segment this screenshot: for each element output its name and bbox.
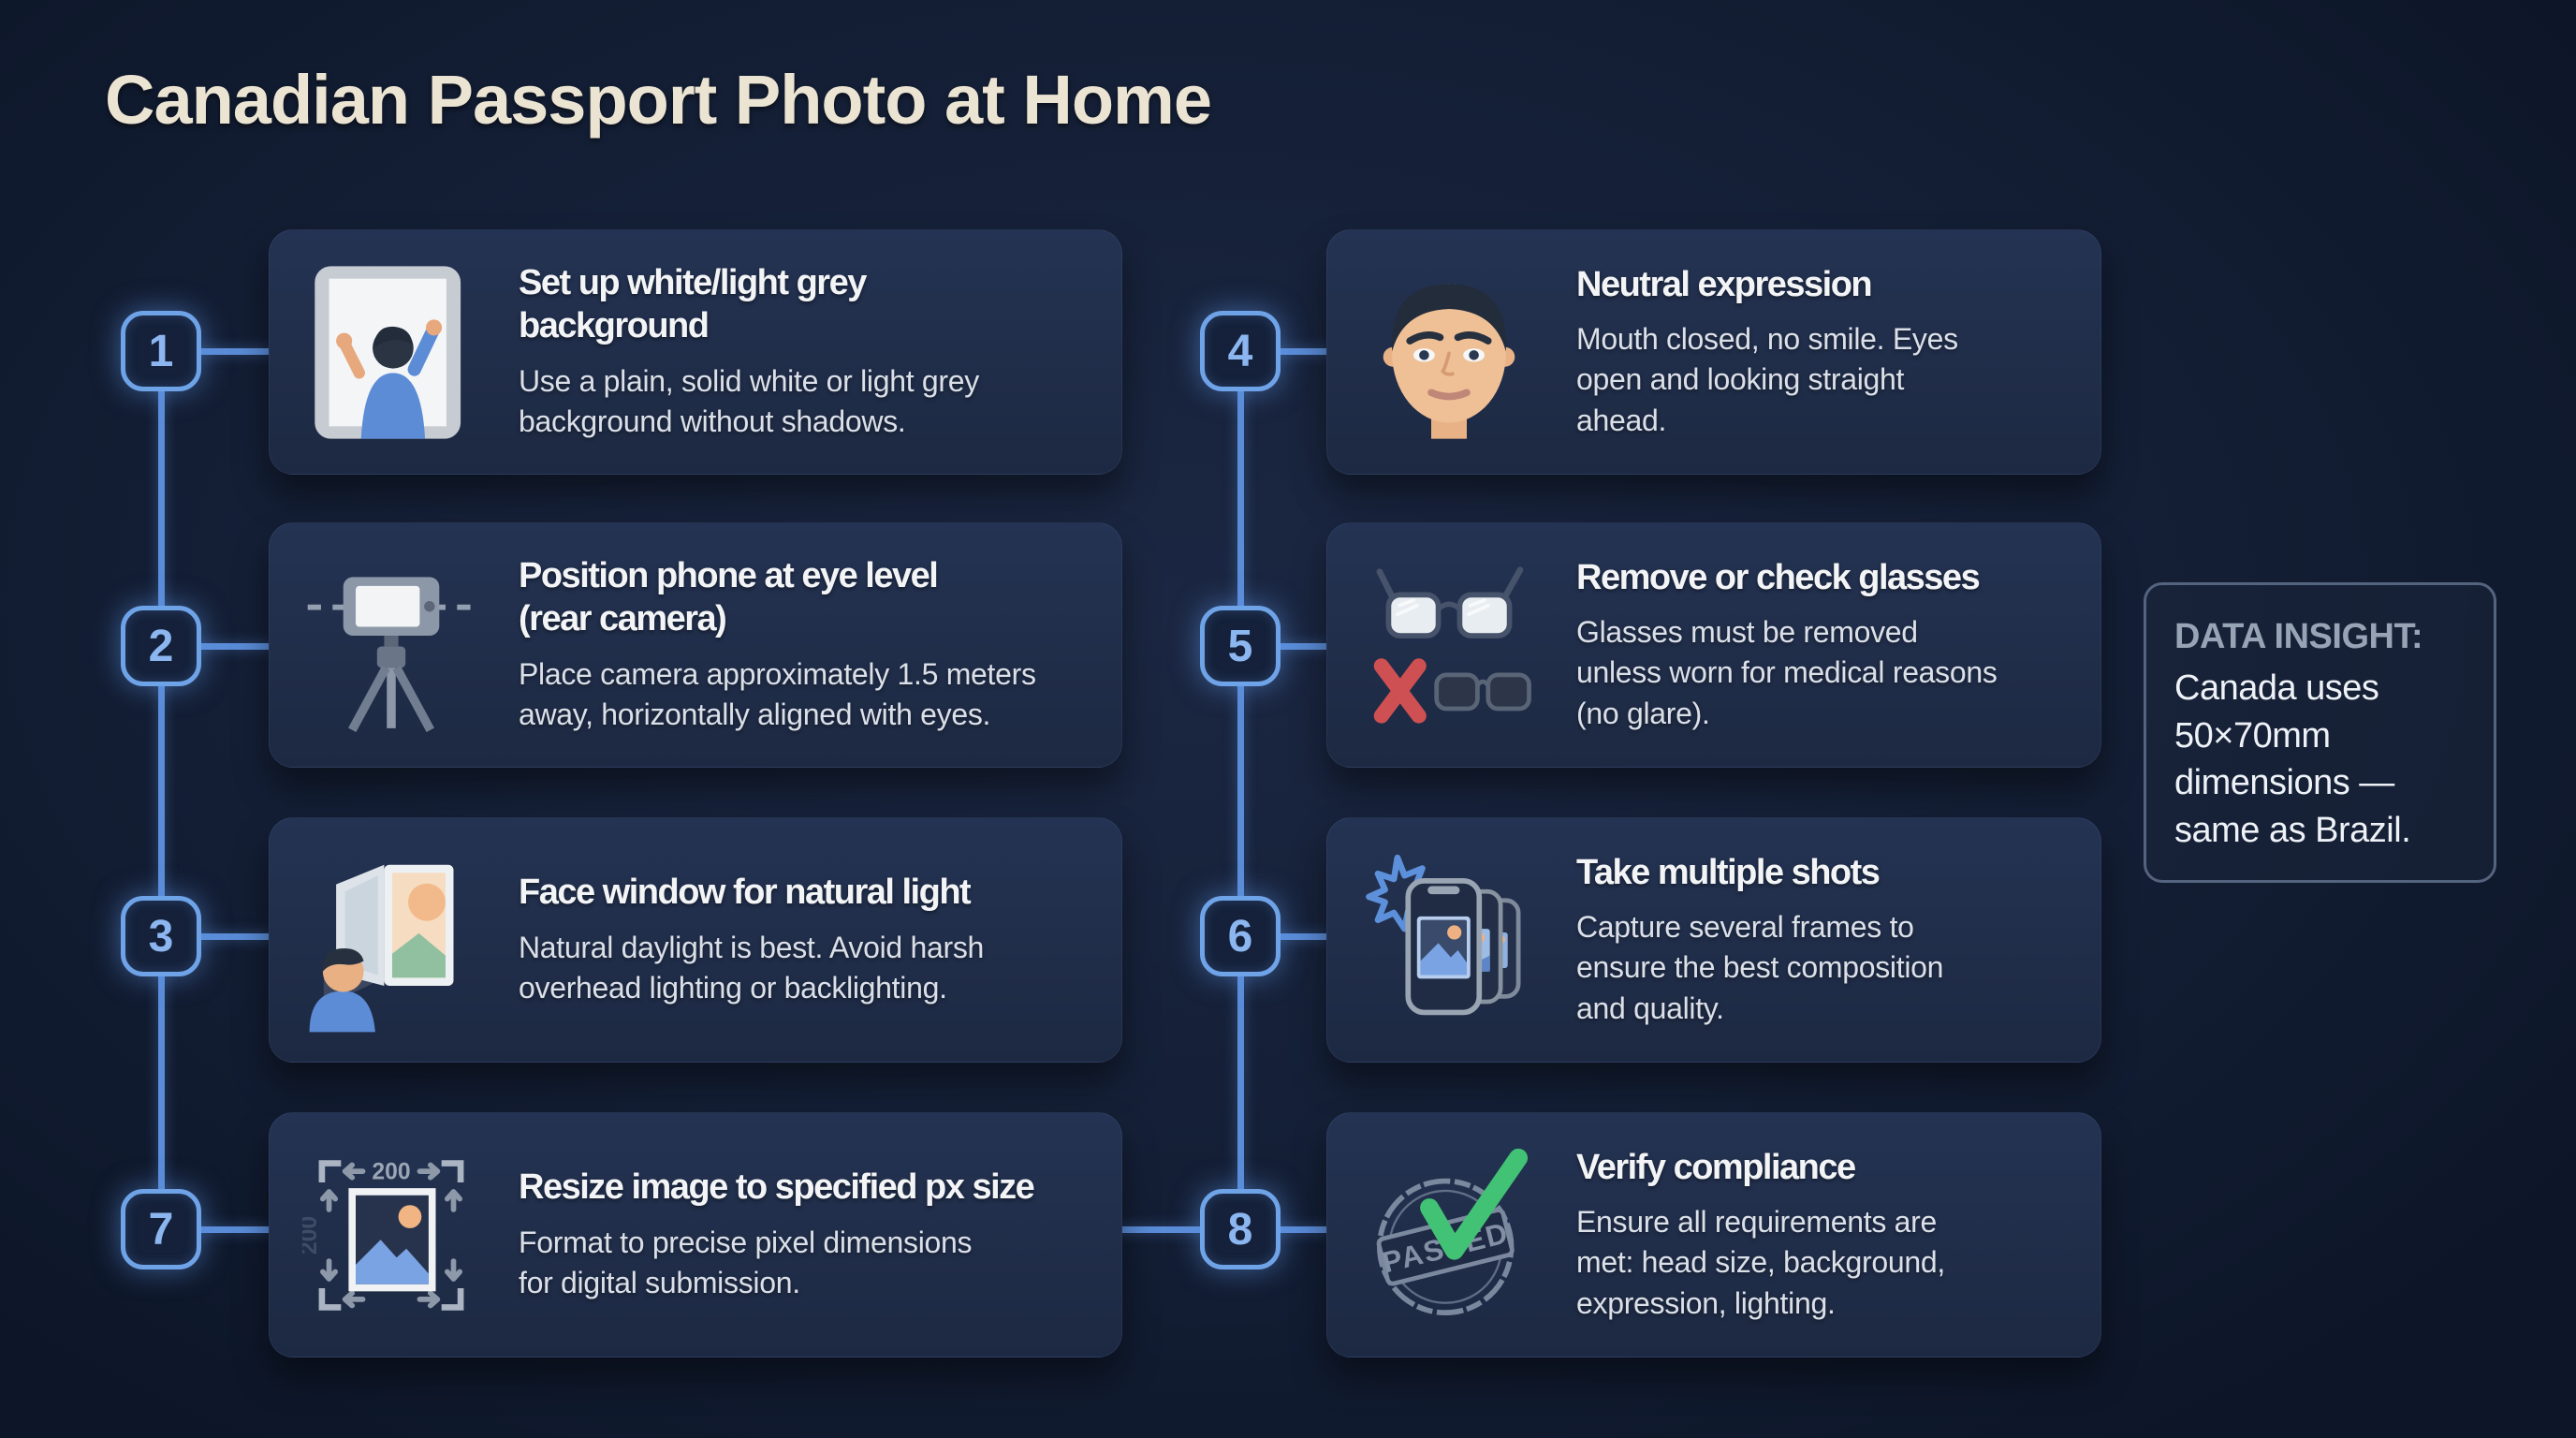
step-number: 2	[148, 621, 174, 671]
backdrop-icon	[298, 253, 485, 451]
step-card-7: 200 200 Resize image to specified px siz…	[269, 1112, 1122, 1357]
connector-badge2-card	[161, 643, 271, 650]
connector-badge6-card	[1240, 933, 1329, 940]
step-title: Face window for natural light	[519, 873, 972, 913]
connector-left-column	[158, 351, 165, 1229]
connector-badge1-card	[161, 348, 271, 355]
step-desc: Mouth closed, no smile. Eyes open and lo…	[1576, 321, 1958, 437]
connector-mid-column	[1237, 351, 1244, 1229]
step-card-8: PASSED Verify compliance Ensure all requ…	[1326, 1112, 2101, 1357]
step-desc: Use a plain, solid white or light grey b…	[519, 363, 979, 439]
step-badge-6: 6	[1200, 896, 1281, 976]
step-title: Position phone at eye level (rear camera…	[519, 556, 939, 639]
step-badge-5: 5	[1200, 606, 1281, 686]
step-title: Take multiple shots	[1576, 852, 1881, 892]
step-desc: Glasses must be removed unless worn for …	[1576, 614, 1998, 730]
step-card-6: Take multiple shots Capture several fram…	[1326, 817, 2101, 1063]
connector-badge7-card	[161, 1226, 271, 1233]
passed-stamp-icon: PASSED	[1355, 1136, 1543, 1334]
step-number: 8	[1227, 1204, 1253, 1255]
step-badge-3: 3	[121, 896, 201, 976]
step-badge-4: 4	[1200, 311, 1281, 391]
connector-badge4-card	[1240, 348, 1329, 355]
window-light-icon	[298, 841, 485, 1039]
step-desc: Ensure all requirements are met: head si…	[1576, 1204, 1945, 1320]
step-title: Verify compliance	[1576, 1147, 1856, 1187]
resize-height-label: 200	[302, 1215, 322, 1254]
step-badge-1: 1	[121, 311, 201, 391]
tripod-phone-icon	[298, 546, 485, 744]
data-insight-label: DATA INSIGHT:	[2174, 617, 2423, 656]
step-desc: Place camera approximately 1.5 meters aw…	[519, 656, 1036, 732]
step-card-4: Neutral expression Mouth closed, no smil…	[1326, 229, 2101, 475]
step-number: 4	[1227, 326, 1253, 376]
step-card-3: Face window for natural light Natural da…	[269, 817, 1122, 1063]
page-title: Canadian Passport Photo at Home	[105, 61, 1212, 139]
step-desc: Format to precise pixel dimensions for d…	[519, 1225, 973, 1300]
resize-width-label: 200	[372, 1159, 410, 1184]
data-insight-text: Canada uses 50×70mm dimensions — same as…	[2174, 668, 2411, 850]
connector-badge8-card	[1240, 1226, 1329, 1233]
resize-image-icon: 200 200	[298, 1136, 485, 1334]
step-card-5: Remove or check glasses Glasses must be …	[1326, 522, 2101, 768]
step-title: Set up white/light grey background	[519, 263, 867, 346]
step-card-1: Set up white/light grey background Use a…	[269, 229, 1122, 475]
step-number: 6	[1227, 911, 1253, 961]
step-desc: Capture several frames to ensure the bes…	[1576, 909, 1944, 1025]
connector-badge3-card	[161, 933, 271, 940]
step-number: 5	[1227, 621, 1253, 671]
step-number: 1	[148, 326, 174, 376]
step-card-2: Position phone at eye level (rear camera…	[269, 522, 1122, 768]
step-badge-2: 2	[121, 606, 201, 686]
step-desc: Natural daylight is best. Avoid harsh ov…	[519, 930, 985, 1005]
step-number: 3	[148, 911, 174, 961]
neutral-face-icon	[1355, 253, 1543, 451]
glasses-removed-icon	[1355, 546, 1543, 744]
data-insight-box: DATA INSIGHT: Canada uses 50×70mm dimens…	[2144, 582, 2496, 883]
step-badge-8: 8	[1200, 1189, 1281, 1269]
step-number: 7	[148, 1204, 174, 1255]
step-title: Neutral expression	[1576, 264, 1873, 304]
step-badge-7: 7	[121, 1189, 201, 1269]
connector-card7-badge8	[1116, 1226, 1240, 1233]
connector-badge5-card	[1240, 643, 1329, 650]
multiple-shots-icon	[1355, 841, 1543, 1039]
step-title: Remove or check glasses	[1576, 557, 1981, 597]
step-title: Resize image to specified px size	[519, 1167, 1035, 1208]
